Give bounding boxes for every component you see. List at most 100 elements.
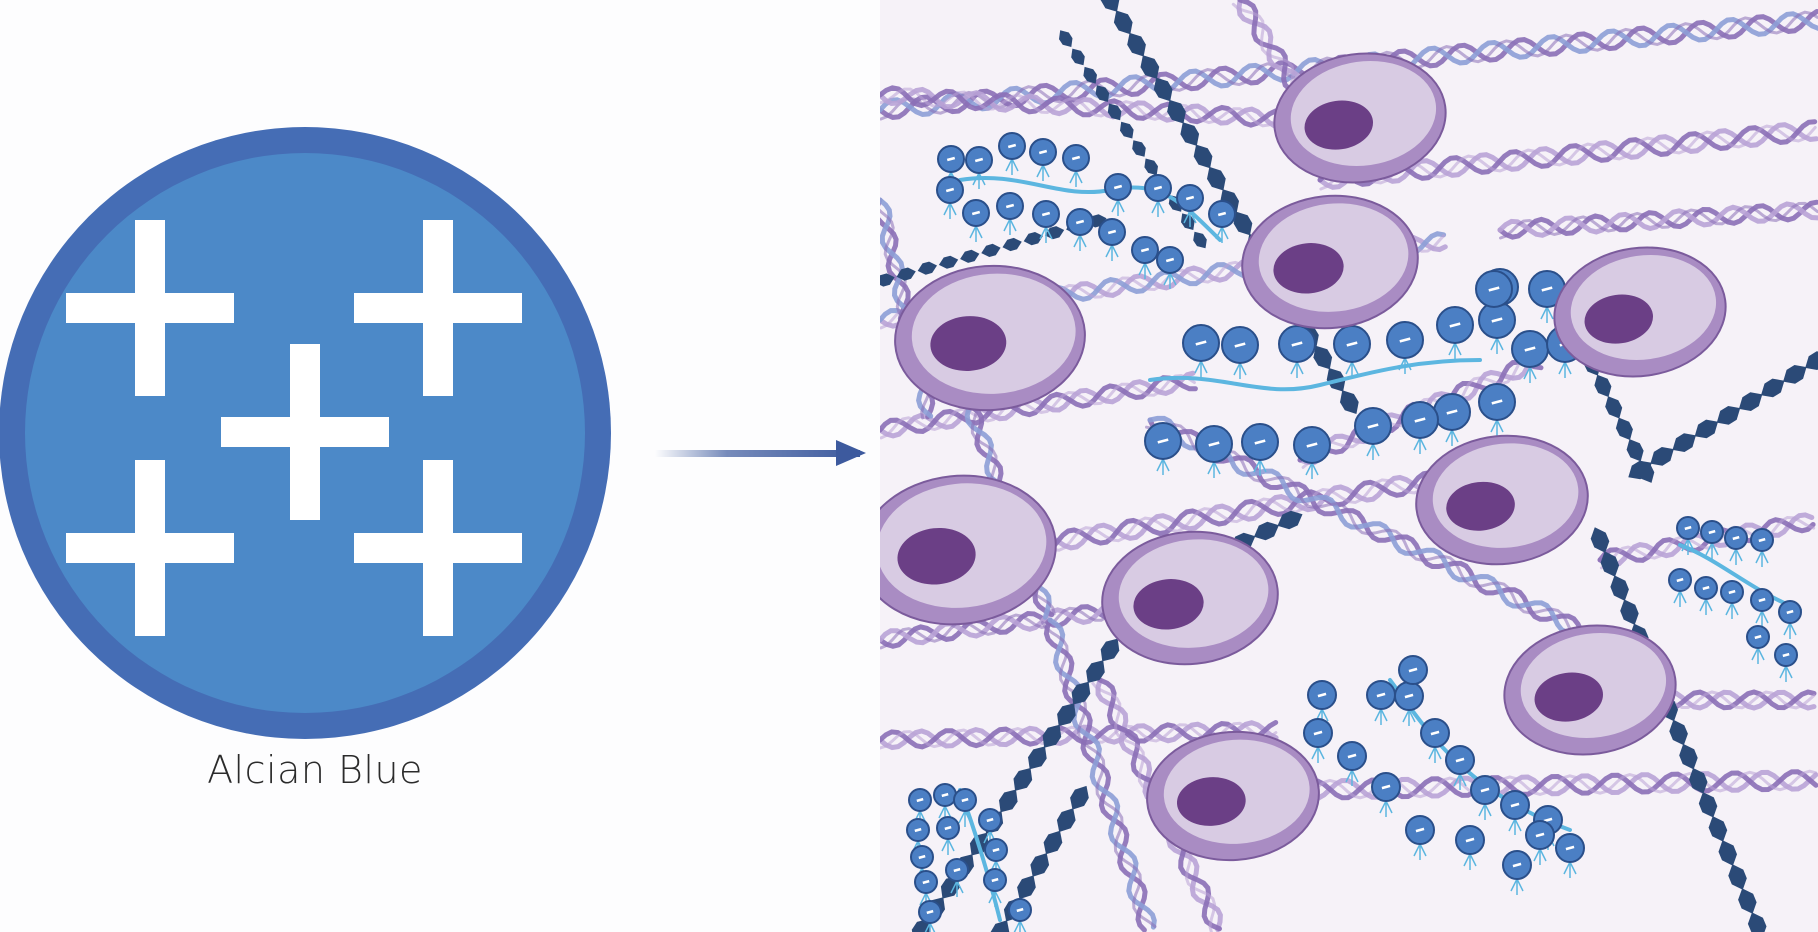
anion-charge (1700, 520, 1724, 544)
anion-charge (1354, 407, 1392, 445)
plus-charge-icon (66, 460, 234, 636)
anion-charge (1337, 741, 1367, 771)
anion-charge (983, 868, 1007, 892)
anion-charge (1386, 321, 1424, 359)
nucleus (1304, 100, 1374, 150)
anion-charge (962, 199, 990, 227)
anion-charge (1436, 306, 1474, 344)
anion-charge (1156, 246, 1184, 274)
chondrocyte-cell (1146, 730, 1320, 862)
positive-charges (66, 220, 522, 636)
anion-charge (1525, 820, 1555, 850)
anion-charge (1104, 173, 1132, 201)
nucleus (1176, 777, 1246, 826)
chondrocyte-cell (1415, 434, 1589, 566)
nucleus (1534, 672, 1604, 722)
anion-charge (1455, 825, 1485, 855)
anion-charge (1008, 898, 1032, 922)
proteoglycan-cluster (906, 783, 1032, 932)
anion-charge (1062, 144, 1090, 172)
anion-charge (1502, 850, 1532, 880)
anion-charge (1241, 423, 1279, 461)
anion-charge (1029, 138, 1057, 166)
anion-charge (1676, 516, 1700, 540)
bead-chain (1059, 30, 1207, 249)
anion-charge (933, 783, 957, 807)
chondrocyte-cell (1101, 530, 1279, 666)
nucleus (1446, 481, 1515, 531)
collagen-fiber (880, 85, 1303, 129)
nucleus (930, 316, 1007, 371)
alcian-blue-dye (0, 127, 611, 739)
cartilage-tissue-panel (880, 0, 1818, 932)
anion-charge (953, 788, 977, 812)
chondrocyte-cell (1273, 52, 1447, 184)
anion-charge (1394, 681, 1424, 711)
anion-charge (1668, 568, 1692, 592)
anion-charge (1366, 680, 1396, 710)
anion-charge (1746, 625, 1770, 649)
chondrocyte-cell (1241, 194, 1419, 330)
anion-charge (1098, 218, 1126, 246)
anion-charge (1195, 425, 1233, 463)
anion-charge (945, 858, 969, 882)
anion-charge (1774, 643, 1798, 667)
anion-charge (906, 818, 930, 842)
anion-charge (984, 838, 1008, 862)
proteoglycan-cluster (1144, 268, 1584, 479)
anion-charge (1293, 426, 1331, 464)
chondrocyte-cell (1503, 624, 1677, 756)
anion-charge (1032, 200, 1060, 228)
anion-charge (1144, 174, 1172, 202)
anion-charge (914, 870, 938, 894)
chondrocyte-cell (880, 474, 1057, 626)
anion-charge (1433, 393, 1471, 431)
anion-charge (1144, 422, 1182, 460)
anion-charge (1208, 200, 1236, 228)
anion-charge (978, 808, 1002, 832)
chondrocytes (880, 52, 1727, 862)
chondrocyte-cell (1553, 246, 1727, 378)
anion-charge (1131, 236, 1159, 264)
plus-charge-icon (354, 220, 522, 396)
anion-charge (1778, 600, 1802, 624)
anion-charge (1221, 326, 1259, 364)
plus-charge-icon (221, 344, 389, 520)
anion-charge (1500, 790, 1530, 820)
anion-charge (1278, 325, 1316, 363)
anion-charge (1475, 270, 1513, 308)
plus-charge-icon (66, 220, 234, 396)
anion-charge (1371, 772, 1401, 802)
anion-charge (1750, 528, 1774, 552)
anion-charge (1182, 324, 1220, 362)
anion-charge (1750, 588, 1774, 612)
anion-charge (1724, 526, 1748, 550)
anion-charge (1694, 576, 1718, 600)
anion-charge (996, 192, 1024, 220)
anion-charge (1307, 680, 1337, 710)
stain-arrow (655, 440, 866, 466)
bead-chain (990, 785, 1089, 932)
anion-charge (1470, 775, 1500, 805)
proteoglycan-cluster (1303, 655, 1585, 895)
anion-charge (908, 788, 932, 812)
anion-charge (1333, 325, 1371, 363)
collagen-fiber (1497, 199, 1818, 240)
anion-charge (1445, 745, 1475, 775)
anion-charge (1405, 815, 1435, 845)
dye-label: Alcian Blue (207, 748, 423, 792)
nucleus (1584, 294, 1654, 344)
anion-charge (936, 176, 964, 204)
anion-charge (1555, 833, 1585, 863)
nucleus (897, 528, 976, 585)
bead-chain (1628, 351, 1818, 480)
proteoglycan-clusters (906, 132, 1802, 932)
anion-charge (1176, 184, 1204, 212)
anion-charge (1511, 330, 1549, 368)
nucleus (1133, 579, 1204, 630)
arrow-head-icon (836, 440, 866, 466)
collagen-fiber (1040, 617, 1157, 932)
anion-charge (936, 816, 960, 840)
plus-charge-icon (354, 460, 522, 636)
